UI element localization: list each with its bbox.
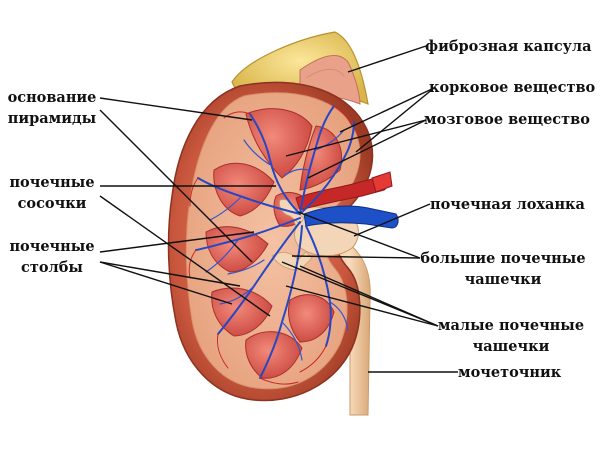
label-minor-calyces: малые почечные чашечки <box>437 317 585 355</box>
vessel-branches <box>188 105 355 385</box>
label-cortex: корковое вещество <box>429 79 596 96</box>
pointer-lines <box>99 45 458 373</box>
label-ureter: мочеточник <box>458 364 562 381</box>
label-pyramid-base: основание пирамиды <box>7 89 97 127</box>
label-renal-papillae: почечные сосочки <box>9 174 95 212</box>
label-medulla: мозговое вещество <box>424 111 590 128</box>
label-renal-pelvis: почечная лоханка <box>430 196 585 213</box>
label-fibrous-capsule: фиброзная капсула <box>425 38 592 55</box>
label-renal-columns: почечные столбы <box>9 238 95 276</box>
label-major-calyces: большие почечные чашечки <box>420 250 586 288</box>
